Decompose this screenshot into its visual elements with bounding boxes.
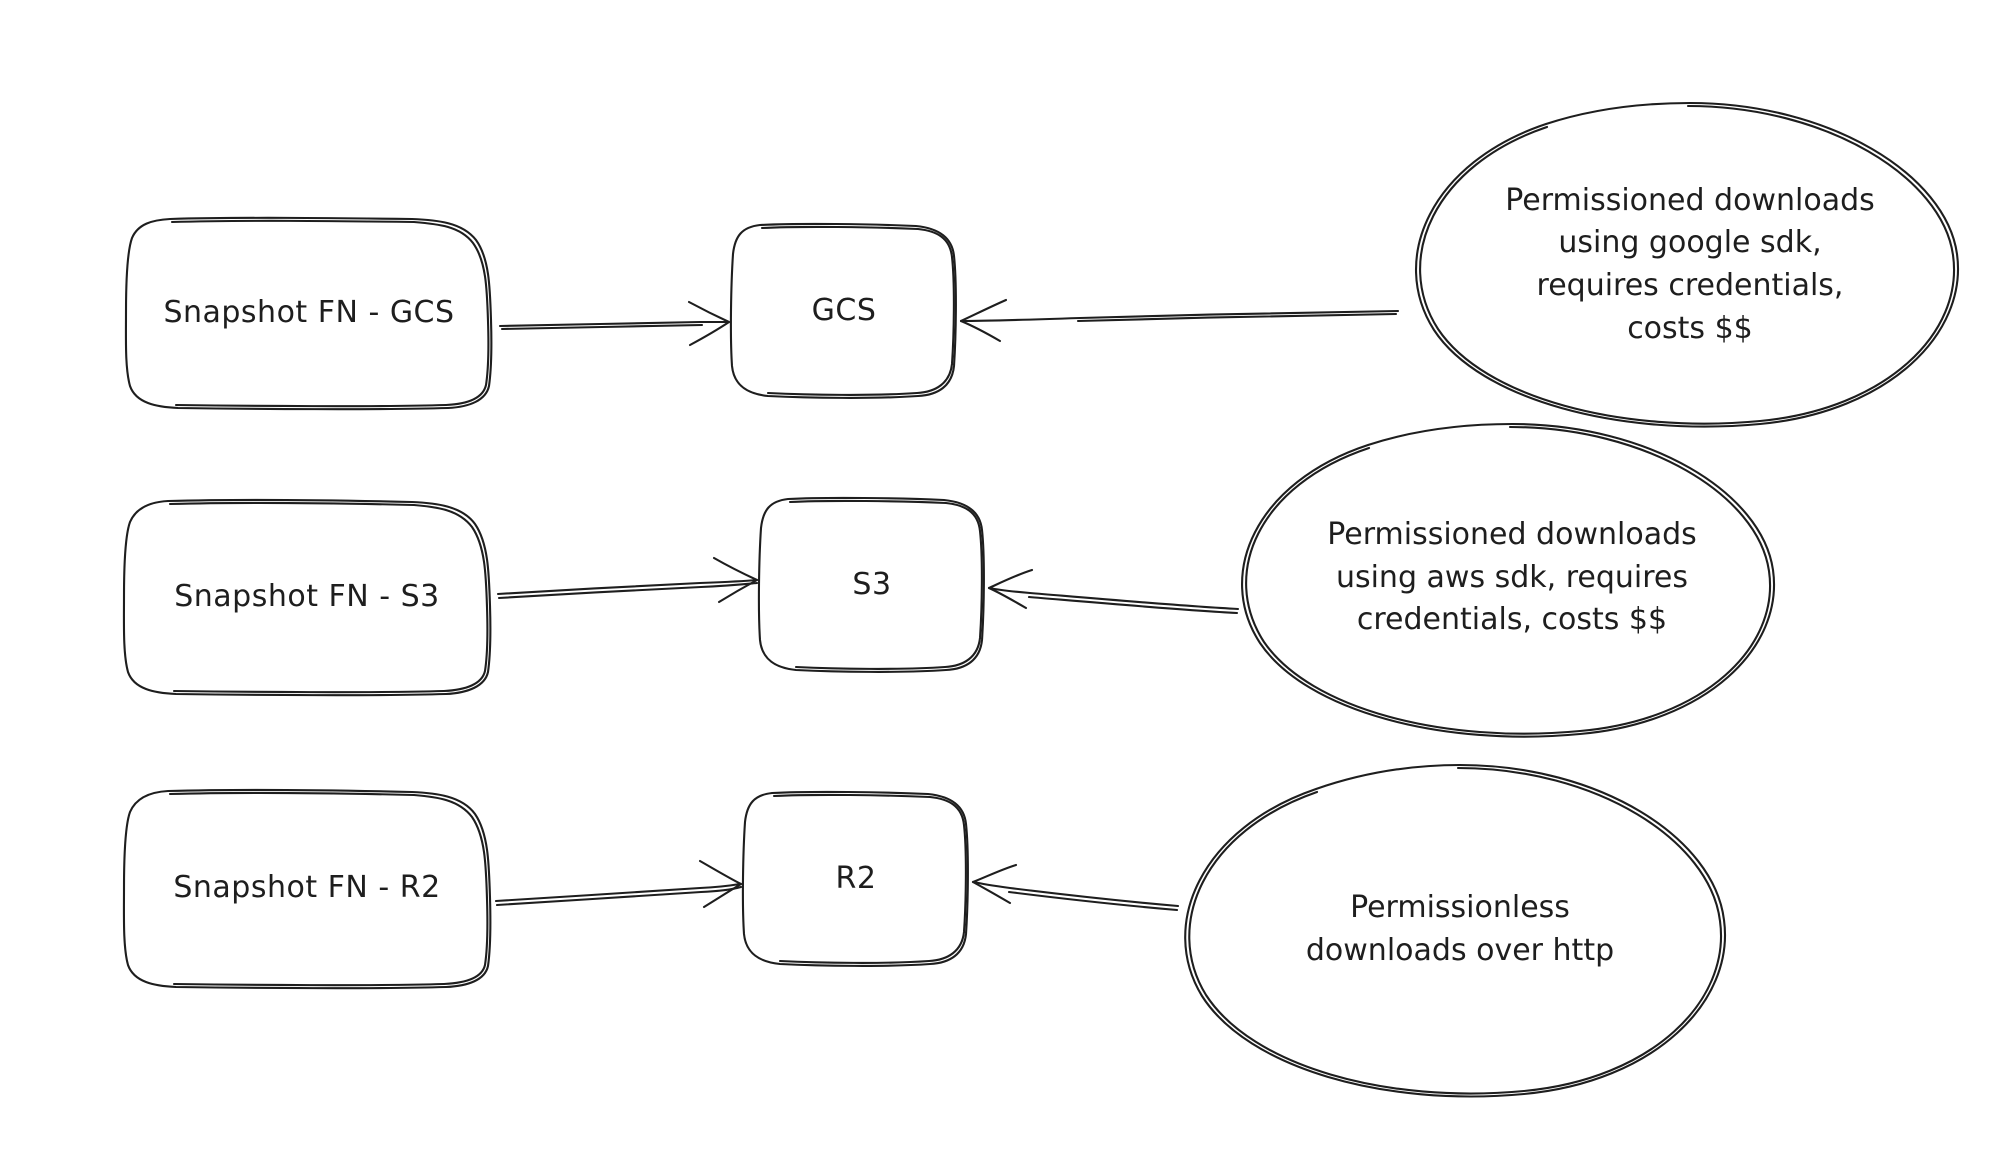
node-r2-shape[interactable] xyxy=(741,790,969,967)
node-snapshot-fn-s3[interactable] xyxy=(124,500,490,694)
node-s3-shape[interactable] xyxy=(757,496,985,673)
edge-snapshot-gcs-to-gcs-shape[interactable] xyxy=(498,300,731,347)
edge-snapshot-s3-to-s3-shape[interactable] xyxy=(496,556,759,604)
edge-snapshot-r2-to-r2-shape[interactable] xyxy=(494,859,743,909)
node-snapshot-fn-r2-shape[interactable] xyxy=(122,788,492,990)
node-s3[interactable] xyxy=(760,498,984,672)
edge-gcs-note-to-gcs-shape[interactable] xyxy=(959,298,1400,343)
node-snapshot-fn-s3-shape[interactable] xyxy=(122,498,492,697)
edge-s3-note-to-s3-shape[interactable] xyxy=(987,568,1240,615)
node-snapshot-fn-r2[interactable] xyxy=(124,790,490,986)
node-gcs[interactable] xyxy=(732,224,956,398)
node-r2[interactable] xyxy=(744,792,968,966)
annotation-r2-note[interactable] xyxy=(1195,765,1725,1095)
node-snapshot-fn-gcs[interactable] xyxy=(126,218,492,408)
annotation-s3-note[interactable] xyxy=(1250,424,1774,732)
annotation-s3-note-shape[interactable] xyxy=(1241,422,1776,738)
annotation-gcs-note[interactable] xyxy=(1420,103,1960,427)
edge-r2-note-to-r2-shape[interactable] xyxy=(971,863,1180,912)
annotation-gcs-note-shape[interactable] xyxy=(1415,101,1960,428)
node-gcs-shape[interactable] xyxy=(729,222,957,399)
node-snapshot-fn-gcs-shape[interactable] xyxy=(124,216,493,411)
annotation-r2-note-shape[interactable] xyxy=(1184,763,1727,1098)
